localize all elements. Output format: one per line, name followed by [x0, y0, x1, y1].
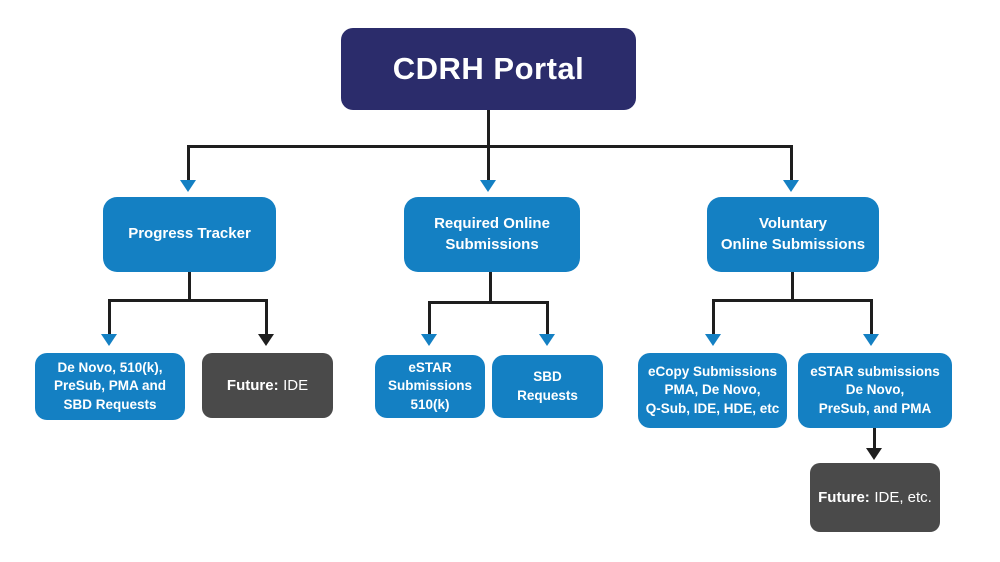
node-future-ide-etc: Future:IDE, etc. [810, 463, 940, 532]
connector-ecopy-drop [712, 299, 715, 335]
node-sbd-requests: SBD Requests [492, 355, 603, 418]
arrowhead-progress [180, 180, 196, 192]
node-future-ide-etc-label: Future:IDE, etc. [818, 489, 932, 506]
connector-voluntary-drop [790, 145, 793, 181]
arrowhead-voluntary [783, 180, 799, 192]
connector-voluntary-hbar [712, 299, 873, 302]
connector-future-ide-etc-stem [873, 428, 876, 450]
arrowhead-future-ide [258, 334, 274, 346]
node-estar-voluntary-label: eSTAR submissions De Novo, PreSub, and P… [810, 364, 940, 416]
node-estar-510k: eSTAR Submissions 510(k) [375, 355, 485, 418]
arrowhead-estar-voluntary [863, 334, 879, 346]
connector-estar-voluntary-drop [870, 299, 873, 335]
connector-progress-drop [187, 145, 190, 181]
node-future-ide: Future:IDE [202, 353, 333, 418]
arrowhead-ecopy [705, 334, 721, 346]
node-sbd-requests-label: SBD Requests [517, 369, 578, 403]
connector-estar510k-drop [428, 301, 431, 335]
node-cdrh-portal-label: CDRH Portal [392, 51, 585, 87]
node-ecopy-group: eCopy Submissions PMA, De Novo, Q-Sub, I… [638, 353, 787, 428]
node-de-novo-group-label: De Novo, 510(k), PreSub, PMA and SBD Req… [53, 360, 166, 412]
arrowhead-future-ide-etc [866, 448, 882, 460]
connector-voluntary-stem [791, 272, 794, 302]
connector-progress-stem [188, 272, 191, 302]
node-future-ide-label: Future:IDE [226, 377, 309, 394]
node-de-novo-group: De Novo, 510(k), PreSub, PMA and SBD Req… [35, 353, 185, 420]
node-estar-510k-label: eSTAR Submissions 510(k) [387, 360, 473, 412]
connector-required-stem [489, 272, 492, 304]
connector-progress-hbar [108, 299, 268, 302]
connector-required-drop [487, 145, 490, 181]
arrowhead-required [480, 180, 496, 192]
connector-future-ide-drop [265, 299, 268, 335]
connector-required-hbar [428, 301, 549, 304]
arrowhead-estar510k [421, 334, 437, 346]
node-progress-tracker: Progress Tracker [103, 197, 276, 272]
node-voluntary-online-label: Voluntary Online Submissions [720, 215, 866, 253]
node-estar-voluntary: eSTAR submissions De Novo, PreSub, and P… [798, 353, 952, 428]
node-ecopy-group-label: eCopy Submissions PMA, De Novo, Q-Sub, I… [645, 364, 780, 416]
node-cdrh-portal: CDRH Portal [341, 28, 636, 110]
arrowhead-denovo [101, 334, 117, 346]
arrowhead-sbd [539, 334, 555, 346]
node-voluntary-online-submissions: Voluntary Online Submissions [707, 197, 879, 272]
node-required-online-label: Required Online Submissions [434, 215, 550, 253]
node-progress-tracker-label: Progress Tracker [128, 225, 251, 243]
connector-root-hbar [187, 145, 793, 148]
node-required-online-submissions: Required Online Submissions [404, 197, 580, 272]
connector-denovo-drop [108, 299, 111, 335]
connector-root-stem [487, 110, 490, 148]
connector-sbd-drop [546, 301, 549, 335]
